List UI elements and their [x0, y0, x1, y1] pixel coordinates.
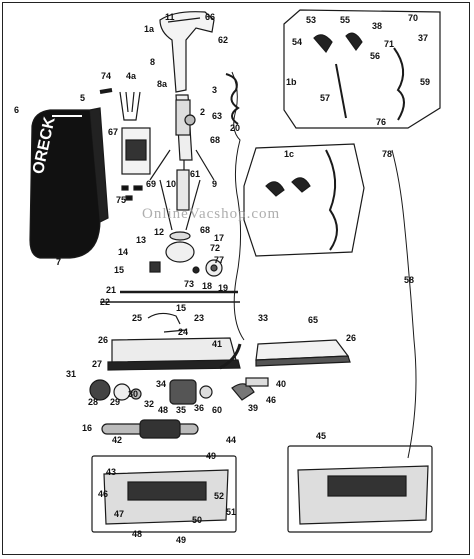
- part-label: 71: [384, 39, 395, 49]
- part-label: 72: [210, 243, 221, 253]
- part-label: 66: [205, 12, 216, 22]
- part-label: 29: [110, 397, 121, 407]
- part-label: 62: [218, 35, 229, 45]
- part-label: 41: [212, 339, 223, 349]
- part-label: 11: [165, 12, 175, 22]
- part-label: 8a: [157, 79, 168, 89]
- part-label: 74: [101, 71, 112, 81]
- part-label: 21: [106, 285, 117, 295]
- part-label: 47: [114, 509, 125, 519]
- part-label: 34: [156, 379, 167, 389]
- part-label: 44: [226, 435, 237, 445]
- part-label: 70: [408, 13, 419, 23]
- part-label: 5: [80, 93, 86, 103]
- part-label: 65: [308, 315, 319, 325]
- part-label: 68: [210, 135, 221, 145]
- part-label: 35: [176, 405, 187, 415]
- part-label: 53: [306, 15, 317, 25]
- part-label: 1b: [286, 77, 297, 87]
- part-label: 13: [136, 235, 147, 245]
- part-label: 16: [82, 423, 93, 433]
- part-label: 48: [158, 405, 169, 415]
- part-label: 27: [92, 359, 103, 369]
- part-label: 10: [166, 179, 177, 189]
- part-label: 23: [194, 313, 205, 323]
- part-label: 6: [14, 105, 20, 115]
- part-label: 26: [346, 333, 357, 343]
- watermark: OnlineVacshop.com: [142, 206, 281, 222]
- part-label: 54: [292, 37, 303, 47]
- part-label: 7: [56, 257, 62, 267]
- part-label: 78: [382, 149, 393, 159]
- part-label: 28: [88, 397, 99, 407]
- part-label: 49: [176, 535, 187, 545]
- part-label: 39: [248, 403, 259, 413]
- part-label: 1c: [284, 149, 295, 159]
- part-label: 56: [370, 51, 381, 61]
- part-label: 38: [372, 21, 383, 31]
- part-label: 58: [404, 275, 415, 285]
- base-housing-26: [107, 337, 241, 371]
- part-label: 59: [420, 77, 431, 87]
- part-label: 61: [190, 169, 201, 179]
- part-label: 37: [418, 33, 429, 43]
- part-label: 1a: [144, 24, 155, 34]
- bag-assembly: [29, 107, 109, 259]
- part-label: 45: [316, 431, 327, 441]
- part-label: 4a: [126, 71, 137, 81]
- part-label: 26: [98, 335, 109, 345]
- part-label: 55: [340, 15, 351, 25]
- part-label: 73: [184, 279, 195, 289]
- part-label: 49: [206, 451, 217, 461]
- part-label: 46: [266, 395, 277, 405]
- part-label: 36: [194, 403, 205, 413]
- part-label: 67: [108, 127, 119, 137]
- part-label: 43: [106, 467, 117, 477]
- part-label: 18: [202, 281, 213, 291]
- part-label: 8: [150, 57, 156, 67]
- part-label: 9: [212, 179, 218, 189]
- part-label: 17: [214, 233, 225, 243]
- part-label: 32: [144, 399, 155, 409]
- part-label: 20: [230, 123, 241, 133]
- part-label: 22: [100, 297, 111, 307]
- part-label: 77: [214, 255, 225, 265]
- part-label: 12: [154, 227, 165, 237]
- part-label: 76: [376, 117, 387, 127]
- part-label: 40: [276, 379, 287, 389]
- part-label: 60: [212, 405, 223, 415]
- part-label: 63: [212, 111, 223, 121]
- part-label: 42: [112, 435, 123, 445]
- part-label: 30: [128, 389, 139, 399]
- part-label: 14: [118, 247, 129, 257]
- part-label: 25: [132, 313, 143, 323]
- sole-plate-45: [287, 445, 433, 533]
- part-label: 51: [226, 507, 237, 517]
- brush-roll-42: [101, 419, 199, 439]
- part-label: 57: [320, 93, 331, 103]
- part-label: 75: [116, 195, 127, 205]
- part-label: 52: [214, 491, 225, 501]
- part-label: 2: [200, 107, 206, 117]
- part-label: 24: [178, 327, 189, 337]
- part-label: 31: [66, 369, 77, 379]
- sole-plate-43: [91, 455, 237, 533]
- part-label: 19: [218, 283, 229, 293]
- part-label: 15: [114, 265, 125, 275]
- diagram-frame: [2, 2, 470, 555]
- handle-assembly: [159, 11, 215, 211]
- part-label: 3: [212, 85, 218, 95]
- part-label: 68: [200, 225, 211, 235]
- part-label: 15: [176, 303, 187, 313]
- part-label: 69: [146, 179, 157, 189]
- part-label: 33: [258, 313, 269, 323]
- part-label: 50: [192, 515, 203, 525]
- part-label: 46: [98, 489, 109, 499]
- part-label: 48: [132, 529, 143, 539]
